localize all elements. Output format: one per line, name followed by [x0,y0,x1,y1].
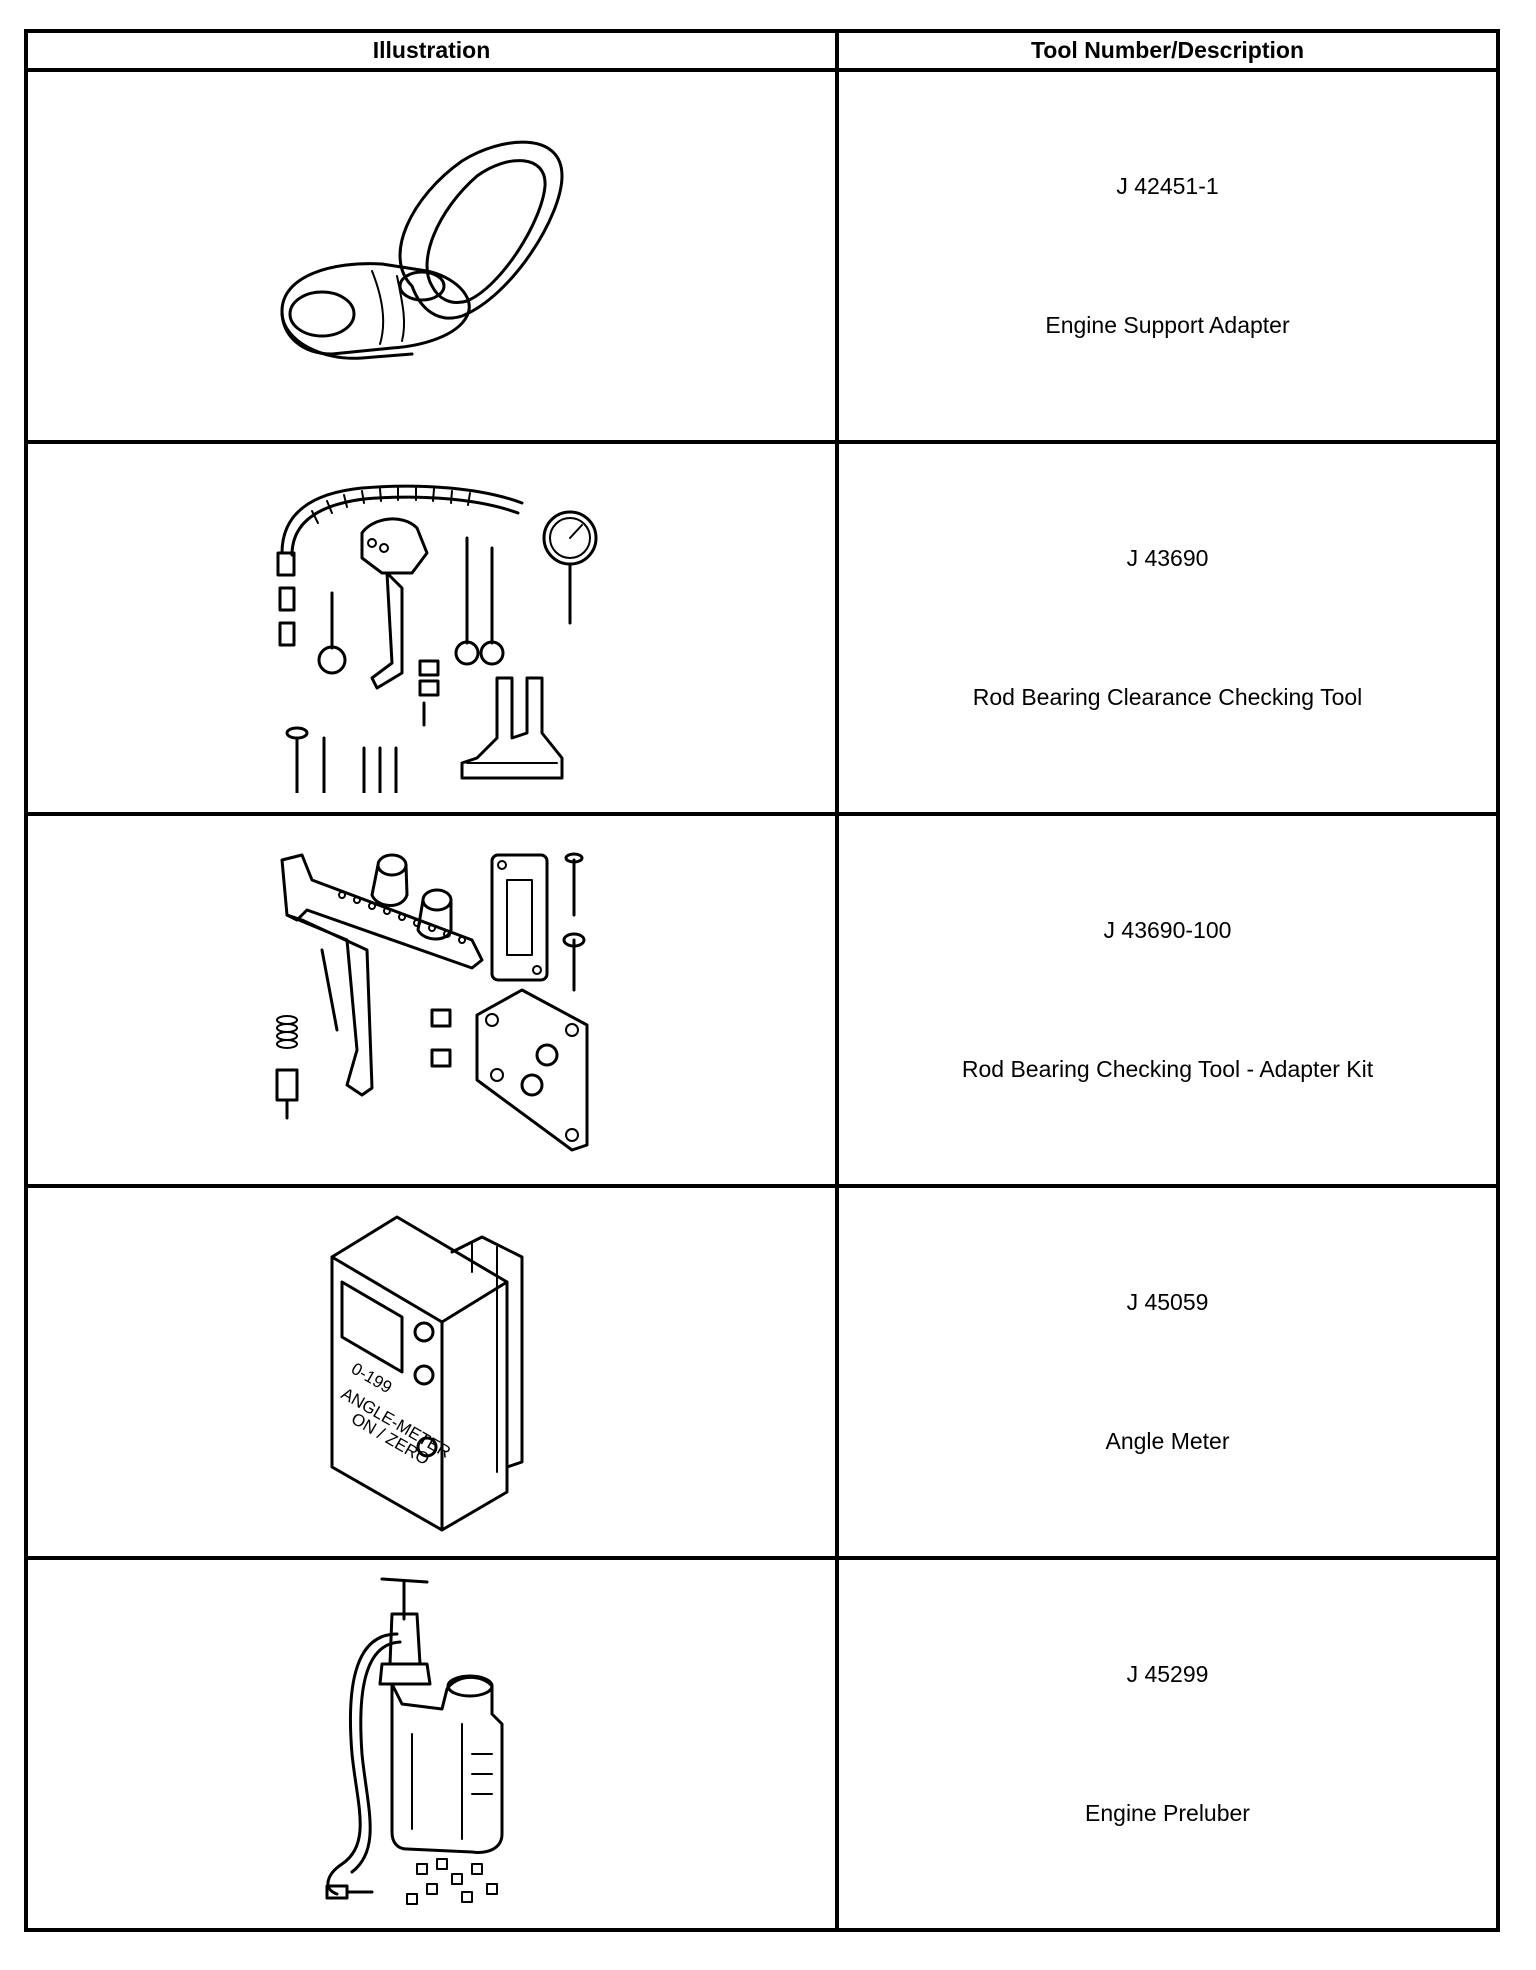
tool-description: Rod Bearing Clearance Checking Tool [972,684,1363,710]
tool-number: J 43690-100 [1103,917,1232,943]
illustration-cell [24,812,839,1188]
tool-description: Rod Bearing Checking Tool - Adapter Kit [961,1056,1374,1082]
adapter-kit-drawing [275,852,588,1152]
illustration-cell [24,1556,839,1932]
engine-preluber-drawing [325,1577,503,1905]
tool-info-cell: J 45299 Engine Preluber [835,1556,1500,1932]
rod-bearing-clearance-tool-drawing [276,484,597,793]
tool-number: J 42451-1 [1116,173,1219,199]
table-row: J 43690 Rod Bearing Clearance Checking T… [24,440,1500,816]
engine-support-adapter-drawing [280,140,563,360]
tool-info-cell: J 43690-100 Rod Bearing Checking Tool - … [835,812,1500,1188]
tool-info-cell: J 43690 Rod Bearing Clearance Checking T… [835,440,1500,816]
illustration-cell [24,68,839,444]
header-row: Illustration Tool Number/Description [24,29,1500,72]
tool-number: J 43690 [1126,545,1209,571]
illustration-cell: 0-199 ANGLE-METER ON / ZERO [24,1184,839,1560]
tool-description: Engine Support Adapter [1045,312,1290,338]
tool-description: Engine Preluber [1085,1800,1250,1826]
tool-number: J 45299 [1126,1661,1209,1687]
table-row: J 42451-1 Engine Support Adapter [24,68,1500,444]
table-row: 0-199 ANGLE-METER ON / ZERO J 45059 Angl… [24,1184,1500,1560]
tool-number: J 45059 [1126,1289,1209,1315]
tool-info-cell: J 42451-1 Engine Support Adapter [835,68,1500,444]
tool-info-cell: J 45059 Angle Meter [835,1184,1500,1560]
illustration-cell [24,440,839,816]
illustration-column-header: Illustration [24,29,839,72]
table-row: J 43690-100 Rod Bearing Checking Tool - … [24,812,1500,1188]
tool-description: Angle Meter [1105,1428,1230,1454]
angle-meter-drawing: 0-199 ANGLE-METER ON / ZERO [330,1215,523,1532]
special-tools-table: Illustration Tool Number/Description [24,29,1500,1932]
table-row: J 45299 Engine Preluber [24,1556,1500,1932]
tool-column-header: Tool Number/Description [835,29,1500,72]
